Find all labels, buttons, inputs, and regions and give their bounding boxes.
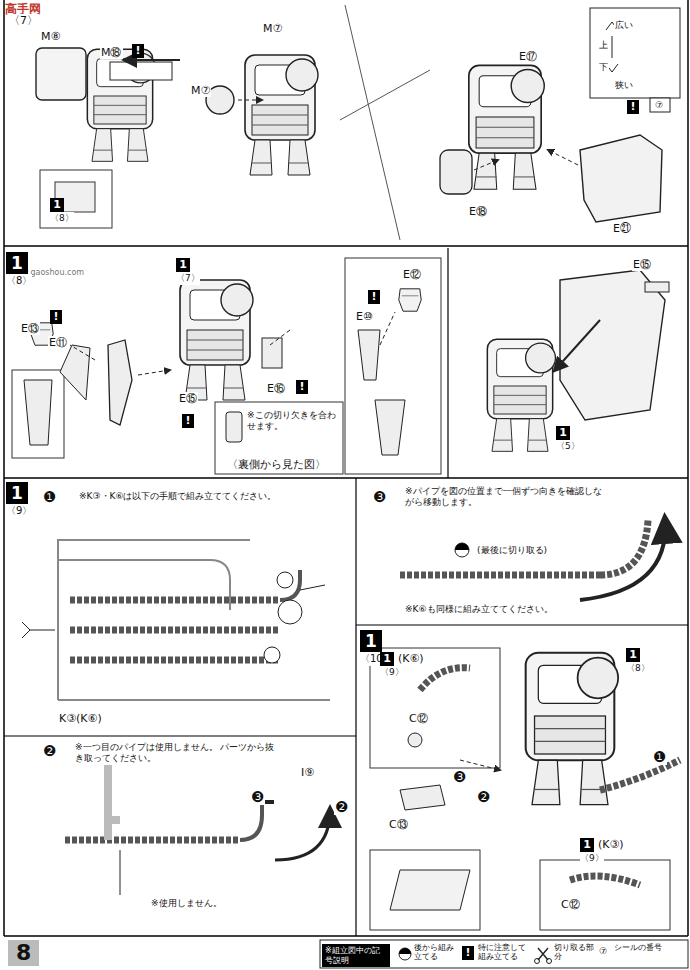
part-label: E⑱ bbox=[468, 205, 488, 218]
step-reference: 1〈9〉(K⑥) bbox=[380, 652, 404, 679]
caution-icon: ! bbox=[627, 100, 639, 114]
step-number-box: 1 bbox=[360, 630, 382, 652]
part-label: C⑫ bbox=[408, 712, 429, 725]
step-index: 〈9〉 bbox=[580, 852, 604, 865]
note-text: ※K③・K⑥は以下の手順で組み立ててください。 bbox=[78, 491, 277, 502]
caution-icon: ! bbox=[50, 310, 62, 324]
step-marker: ❶ bbox=[652, 750, 667, 765]
step-number: 1〈9〉 bbox=[6, 482, 32, 518]
step-number-box: 1 bbox=[380, 652, 394, 666]
note-text: ⑦ bbox=[598, 946, 608, 957]
note-text: ⑦ bbox=[654, 100, 664, 111]
step-marker: ❷ bbox=[334, 800, 349, 815]
caution-icon: ! bbox=[462, 946, 474, 960]
part-label: E⑮ bbox=[632, 258, 652, 271]
part-label: E⑫ bbox=[402, 268, 422, 281]
note-text: 狭い bbox=[614, 80, 634, 91]
step-index: 〈8〉 bbox=[6, 274, 32, 288]
step-index: 〈9〉 bbox=[6, 504, 32, 518]
part-label: E⑰ bbox=[518, 50, 538, 63]
part-label: C⑫ bbox=[560, 898, 581, 911]
caution-icon: ! bbox=[132, 44, 144, 58]
note-text: ※一つ目のパイプは使用しません。 パーツから抜き取ってください。 bbox=[74, 742, 276, 764]
step-index: 〈8〉 bbox=[626, 662, 650, 675]
step-reference: 1〈8〉 bbox=[626, 648, 650, 675]
step-number-box: 1 bbox=[556, 426, 570, 440]
step-reference: 1〈8〉 bbox=[50, 198, 74, 225]
part-label: E㉑ bbox=[612, 222, 632, 235]
part-label: E⑯ bbox=[266, 382, 286, 395]
step-number-box: 1 bbox=[626, 648, 640, 662]
legend-heading: ※組立図中の記号説明 bbox=[322, 944, 390, 967]
step-marker: ❸ bbox=[250, 790, 265, 805]
part-label: I⑨ bbox=[300, 766, 315, 779]
part-label: M⑦ bbox=[262, 22, 283, 35]
step-index: 〈5〉 bbox=[556, 440, 580, 453]
step-marker: ❷ bbox=[42, 744, 57, 759]
part-label: M⑧ bbox=[40, 30, 61, 43]
step-number-box: 1 bbox=[580, 838, 594, 852]
step-number-box: 1 bbox=[6, 252, 28, 274]
caution-icon: ! bbox=[296, 380, 308, 394]
legend-text: シールの番号 bbox=[614, 943, 678, 952]
part-label: E⑮ bbox=[178, 392, 198, 405]
page-number: 8 bbox=[8, 940, 39, 966]
note-text: ※K⑥も同様に組み立ててください。 bbox=[404, 604, 554, 615]
part-label: 〈7〉 bbox=[8, 14, 39, 27]
note-text: (最後に切り取る) bbox=[476, 545, 548, 556]
part-label: E⑩ bbox=[355, 310, 374, 323]
step-number-box: 1 bbox=[50, 198, 64, 212]
step-reference: 1〈9〉(K③) bbox=[580, 838, 604, 865]
step-index: 〈9〉 bbox=[380, 666, 404, 679]
legend-text: 特に注意して組み立てる bbox=[478, 943, 532, 961]
part-label: K③(K⑥) bbox=[58, 712, 103, 725]
part-code: (K⑥) bbox=[398, 652, 424, 665]
part-code: (K③) bbox=[598, 838, 624, 851]
step-marker: ❶ bbox=[42, 490, 57, 505]
step-reference: 1〈7〉 bbox=[176, 258, 200, 285]
caution-icon: ! bbox=[368, 290, 380, 304]
step-number: 1〈8〉 bbox=[6, 252, 32, 288]
step-marker: ❷ bbox=[476, 790, 491, 805]
part-label: C⑬ bbox=[388, 818, 409, 831]
note-text: ※パイプを図の位置まで一個ずつ向きを確認しながら移動します。 bbox=[404, 486, 606, 508]
note-text: 広い bbox=[614, 20, 634, 31]
part-label: E⑪ bbox=[48, 336, 68, 349]
note-text: ※使用しません。 bbox=[150, 898, 223, 909]
step-marker: ❸ bbox=[452, 770, 467, 785]
note-text: ※この切り欠きを合わせます。 bbox=[246, 410, 338, 432]
part-label: M⑱ bbox=[100, 46, 123, 59]
note-text: 上 bbox=[598, 40, 609, 51]
legend-text: 切り取る部分 bbox=[554, 943, 594, 961]
caution-icon: ! bbox=[182, 414, 194, 428]
part-label: 〈裏側から見た図〉 bbox=[226, 458, 327, 471]
legend-text: 後から組み立てる bbox=[414, 943, 458, 961]
part-label: E⑬ bbox=[20, 322, 40, 335]
note-text: 下 bbox=[598, 62, 609, 73]
step-reference: 1〈5〉 bbox=[556, 426, 580, 453]
step-index: 〈8〉 bbox=[50, 212, 74, 225]
part-label: M⑦ bbox=[190, 84, 211, 97]
step-number-box: 1 bbox=[6, 482, 28, 504]
step-index: 〈7〉 bbox=[176, 272, 200, 285]
step-marker: ❸ bbox=[372, 490, 387, 505]
step-number-box: 1 bbox=[176, 258, 190, 272]
